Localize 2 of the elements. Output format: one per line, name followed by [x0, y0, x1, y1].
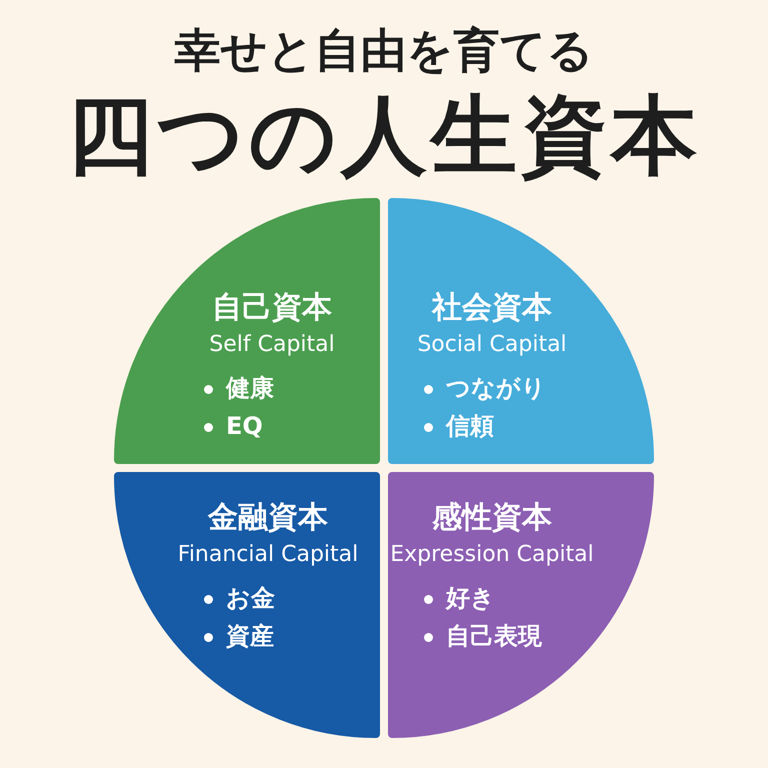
subtitle: 四つの人生資本	[66, 86, 702, 186]
title: 幸せと自由を育てる	[174, 22, 594, 78]
